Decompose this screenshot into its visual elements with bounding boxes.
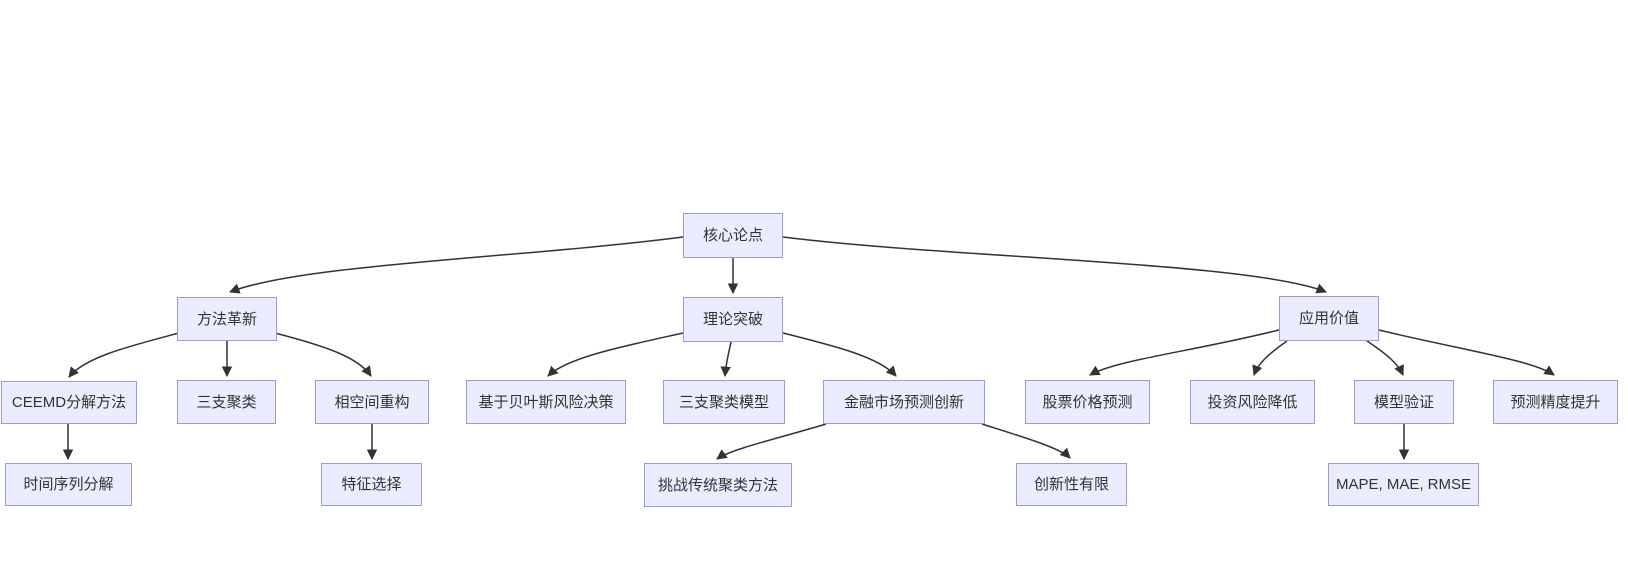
node-time-series-decomposition: 时间序列分解 <box>5 463 132 506</box>
node-forecast-precision-improvement: 预测精度提升 <box>1493 380 1618 424</box>
node-method-innovation: 方法革新 <box>177 297 277 341</box>
edge-theory-breakthrough-to-three-way-model <box>720 341 732 378</box>
node-core-thesis: 核心论点 <box>683 213 783 258</box>
node-bayesian-risk-decision: 基于贝叶斯风险决策 <box>466 380 626 424</box>
node-model-validation: 模型验证 <box>1354 380 1454 424</box>
edge-method-innovation-to-phase-space <box>274 332 372 377</box>
node-three-way-clustering-model: 三支聚类模型 <box>663 380 785 424</box>
node-feature-selection: 特征选择 <box>321 463 422 506</box>
edge-core-thesis-to-application-value <box>782 236 1327 294</box>
edge-core-thesis-to-method-innovation <box>229 236 684 294</box>
edge-application-value-to-risk-reduction <box>1252 340 1288 376</box>
edge-financial-innovation-to-limited-novelty <box>981 423 1071 459</box>
node-challenge-traditional-clustering: 挑战传统聚类方法 <box>644 463 792 507</box>
node-investment-risk-reduction: 投资风险降低 <box>1190 380 1315 424</box>
node-application-value: 应用价值 <box>1279 296 1379 341</box>
edge-application-value-to-model-validation <box>1366 340 1404 376</box>
node-theory-breakthrough: 理论突破 <box>683 297 783 342</box>
edge-method-innovation-to-ceemd-method <box>68 332 180 378</box>
node-ceemd-decomposition-method: CEEMD分解方法 <box>1 381 137 424</box>
edge-theory-breakthrough-to-bayesian-risk <box>547 332 684 377</box>
node-financial-market-forecast-innovation: 金融市场预测创新 <box>823 380 985 424</box>
node-three-way-clustering: 三支聚类 <box>177 380 276 424</box>
node-phase-space-reconstruction: 相空间重构 <box>315 380 429 424</box>
node-stock-price-prediction: 股票价格预测 <box>1025 380 1150 424</box>
node-limited-novelty: 创新性有限 <box>1016 463 1127 506</box>
edge-application-value-to-stock-prediction <box>1089 329 1280 376</box>
edge-application-value-to-precision-improvement <box>1378 329 1555 376</box>
node-mape-mae-rmse-metrics: MAPE, MAE, RMSE <box>1328 463 1479 506</box>
edge-theory-breakthrough-to-financial-innovation <box>782 332 897 377</box>
edge-financial-innovation-to-challenge-clustering <box>716 423 827 460</box>
